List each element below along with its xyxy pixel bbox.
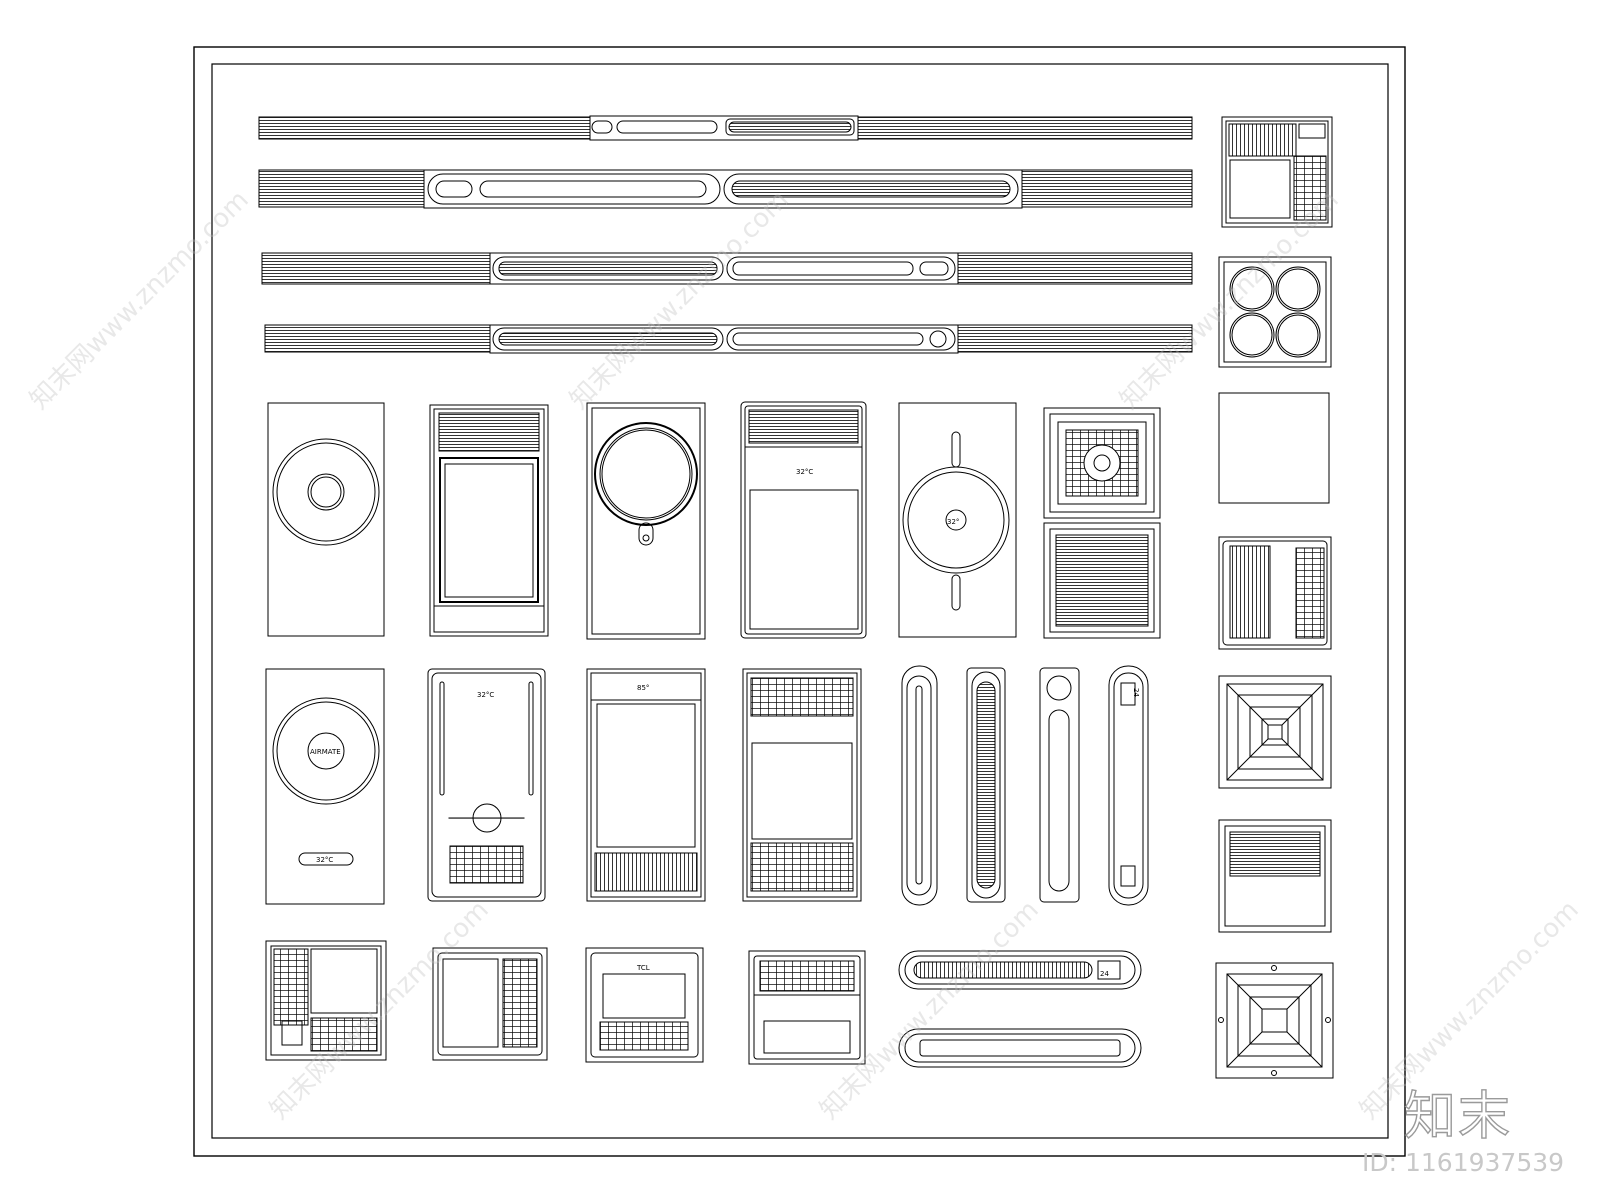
linear-strip-3 [261,252,1193,285]
tcl-label: TCL [636,964,650,972]
louver-square [1218,819,1332,933]
fan-grille-square [1043,407,1161,519]
four-fan-square [1218,256,1332,368]
temp-label-3: 32°C [316,856,333,864]
slim-bar-3 [1039,667,1080,903]
heater-panel-display [740,401,867,639]
heater-panel-3 [586,668,706,902]
round-panel-brand [265,668,385,905]
square-heater-bottom-1 [265,940,387,1061]
watermark-logo: 知末 [1403,1086,1513,1147]
heater-panel-4 [742,668,862,902]
square-heater-tcl [585,947,704,1063]
brand-label: AIRMATE [310,748,341,756]
num-label-2: 24 [1132,688,1140,697]
inner-frame [211,63,1389,1139]
round-lamp-panel [586,402,706,640]
round-panel-handle [898,402,1017,638]
linear-strip-2 [258,169,1193,209]
heater-panel-1 [429,404,549,637]
slim-bar-2 [966,667,1006,903]
square-heater-bottom-2 [432,947,548,1061]
linear-strip-4 [264,324,1193,354]
temp-label-5: 85° [637,684,649,692]
linear-strip-1 [258,115,1193,141]
square-heater-mid [1218,536,1332,650]
round-panel-1 [267,402,385,637]
slim-bar-4 [1108,665,1149,906]
watermark-id: ID: 1161937539 [1362,1148,1565,1177]
temp-label-4: 32°C [477,691,494,699]
blank-panel [1218,392,1330,504]
square-heater-top [1221,116,1333,228]
horizontal-bar-2 [898,1028,1142,1068]
slim-bar-1 [901,665,938,906]
horizontal-bar-1 [898,950,1142,990]
temp-label-1: 32°C [796,468,813,476]
louver-square-2 [1043,522,1161,639]
diffuser-square-1 [1218,675,1332,789]
diffuser-square-2 [1215,962,1334,1079]
heater-panel-2 [427,668,546,902]
outer-frame [193,46,1406,1157]
num-label-1: 24 [1100,970,1109,978]
temp-label-2: 32° [947,518,959,526]
square-heater-bottom-4 [748,950,866,1065]
